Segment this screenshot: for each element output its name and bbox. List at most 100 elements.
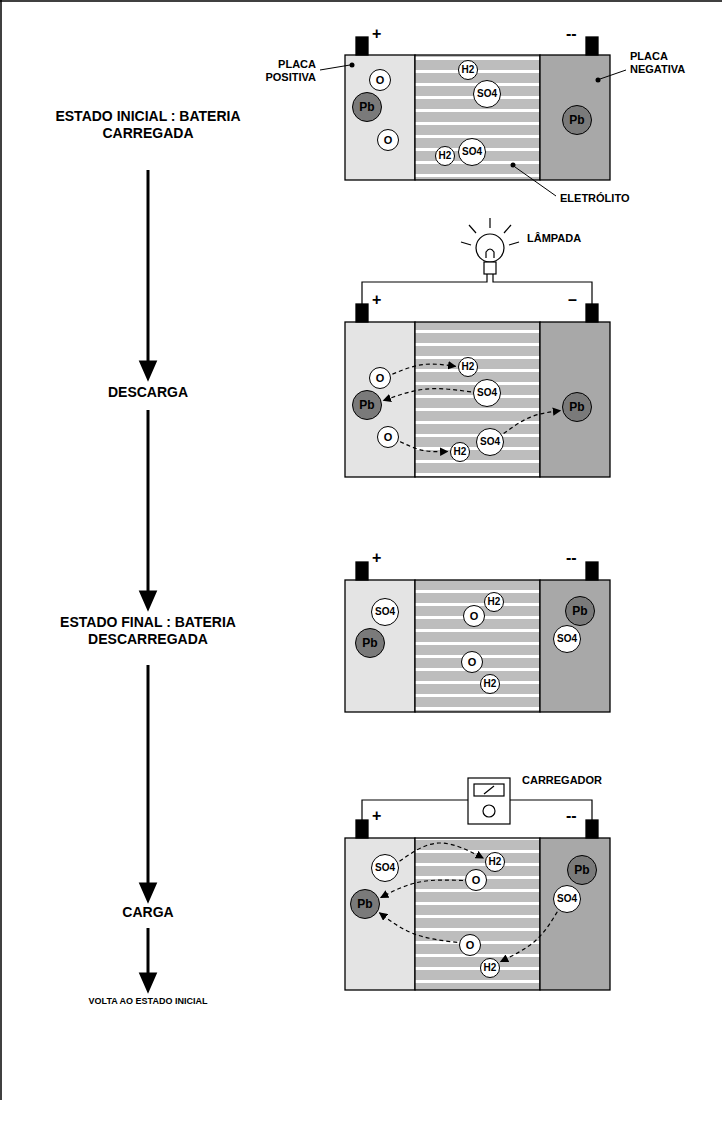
- positive-plate: [345, 322, 415, 477]
- lead-circle: Pb: [352, 390, 382, 420]
- chemical-symbol: O: [466, 940, 475, 951]
- chemical-symbol: H2: [439, 151, 452, 161]
- stage-label: ESTADO INICIAL : BATERIA CARREGADA: [55, 108, 241, 142]
- polarity-sign: --: [566, 24, 577, 43]
- terminal: [586, 562, 598, 580]
- terminal: [356, 820, 368, 838]
- chemical-symbol: H2: [462, 65, 475, 75]
- negative-plate: [540, 580, 610, 712]
- molecule-circle: H2: [435, 146, 456, 167]
- part-label: CARREGADOR: [522, 774, 602, 787]
- molecule-circle: SO4: [473, 80, 501, 108]
- stage-label: CARGA: [55, 904, 241, 921]
- frame-line: [0, 0, 722, 2]
- terminal: [356, 304, 368, 322]
- wire: [510, 800, 592, 820]
- chemical-symbol: SO4: [477, 89, 497, 99]
- chemical-symbol: SO4: [462, 147, 482, 157]
- chemical-symbol: O: [376, 373, 385, 384]
- lead-circle: Pb: [352, 92, 382, 122]
- lead-circle: Pb: [355, 628, 385, 658]
- polarity-sign: –: [568, 290, 577, 309]
- polarity-sign: +: [372, 806, 381, 825]
- leader-dot: [350, 63, 355, 68]
- chemical-symbol: O: [472, 875, 481, 886]
- terminal: [356, 562, 368, 580]
- electrolyte: [415, 322, 540, 477]
- negative-plate: [540, 55, 610, 180]
- stage-label: DESCARGA: [55, 384, 241, 401]
- lead-circle: Pb: [562, 105, 592, 135]
- molecule-circle: O: [369, 367, 391, 389]
- positive-plate: [345, 580, 415, 712]
- chemical-symbol: H2: [488, 597, 501, 607]
- charger-needle: [484, 786, 494, 794]
- part-label: PLACA NEGATIVA: [630, 50, 702, 76]
- molecule-circle: SO4: [371, 854, 399, 882]
- lamp-ray: [461, 242, 471, 245]
- flow-arrow: [147, 170, 150, 364]
- polarity-sign: +: [372, 24, 381, 43]
- negative-plate: [540, 322, 610, 477]
- chemical-symbol: H2: [484, 963, 497, 973]
- molecule-circle: H2: [458, 60, 479, 81]
- electrolyte: [415, 55, 540, 180]
- reaction-arrow: [380, 913, 458, 943]
- lead-circle: Pb: [565, 596, 595, 626]
- chemical-symbol: O: [470, 611, 479, 622]
- molecule-circle: SO4: [553, 885, 581, 913]
- lead-circle: Pb: [562, 392, 592, 422]
- wire: [493, 274, 592, 304]
- chemical-symbol: SO4: [557, 634, 577, 644]
- molecule-circle: H2: [484, 592, 505, 613]
- positive-plate: [345, 838, 415, 990]
- lead-circle: Pb: [350, 889, 380, 919]
- chemical-symbol: O: [384, 432, 393, 443]
- polarity-sign: +: [372, 290, 381, 309]
- chemical-symbol: SO4: [477, 388, 497, 398]
- lamp-base: [484, 262, 496, 274]
- molecule-circle: SO4: [476, 428, 504, 456]
- reaction-arrow: [400, 442, 447, 452]
- chemical-symbol: H2: [489, 857, 502, 867]
- molecule-circle: O: [461, 651, 483, 673]
- leader-line: [320, 65, 350, 70]
- reaction-arrow: [383, 389, 471, 401]
- chemical-symbol: O: [468, 657, 477, 668]
- arrow-head: [141, 974, 155, 990]
- chemical-symbol: Pb: [569, 401, 584, 413]
- molecule-circle: H2: [480, 674, 501, 695]
- molecule-circle: O: [369, 69, 391, 91]
- frame-line: [0, 0, 2, 1100]
- molecule-circle: O: [459, 934, 481, 956]
- molecule-circle: SO4: [553, 625, 581, 653]
- polarity-sign: --: [566, 548, 577, 567]
- chemical-symbol: H2: [462, 362, 475, 372]
- molecule-circle: H2: [480, 958, 501, 979]
- leader-line: [515, 167, 556, 196]
- terminal: [586, 820, 598, 838]
- chemical-symbol: Pb: [359, 101, 374, 113]
- part-label: PLACA POSITIVA: [250, 58, 316, 84]
- charger-display: [474, 784, 504, 796]
- part-label: LÂMPADA: [527, 232, 581, 245]
- lamp-ray: [509, 242, 519, 245]
- lead-circle: Pb: [567, 855, 597, 885]
- molecule-circle: SO4: [458, 138, 486, 166]
- charger-box: [468, 778, 510, 824]
- terminal: [586, 304, 598, 322]
- molecule-circle: SO4: [473, 379, 501, 407]
- flow-arrow: [147, 928, 150, 976]
- lamp-bulb: [476, 234, 504, 262]
- arrow-head: [141, 884, 155, 900]
- chemical-symbol: Pb: [362, 637, 377, 649]
- chemical-symbol: Pb: [357, 898, 372, 910]
- lamp-ray: [469, 225, 476, 233]
- arrow-head: [141, 362, 155, 378]
- terminal: [586, 37, 598, 55]
- arrow-head: [141, 592, 155, 608]
- molecule-circle: O: [377, 129, 399, 151]
